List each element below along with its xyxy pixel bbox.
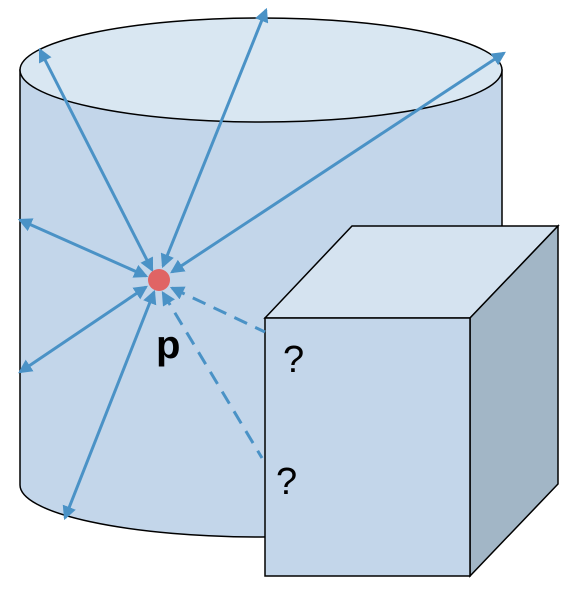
occluded-rays (161, 286, 266, 459)
dashed-ray-1 (169, 286, 266, 334)
point-p-label: p (156, 323, 180, 367)
unknown-label-2: ? (276, 461, 297, 503)
box (263, 224, 560, 578)
unknown-label-1: ? (283, 339, 304, 381)
ray-left (17, 218, 149, 278)
point-p (148, 269, 170, 291)
cylinder-top (19, 17, 503, 123)
ray-up-right (170, 51, 506, 274)
ray-down (62, 289, 157, 521)
dashed-ray-2 (161, 290, 264, 459)
visible-rays (17, 7, 506, 521)
box-front (264, 317, 471, 577)
